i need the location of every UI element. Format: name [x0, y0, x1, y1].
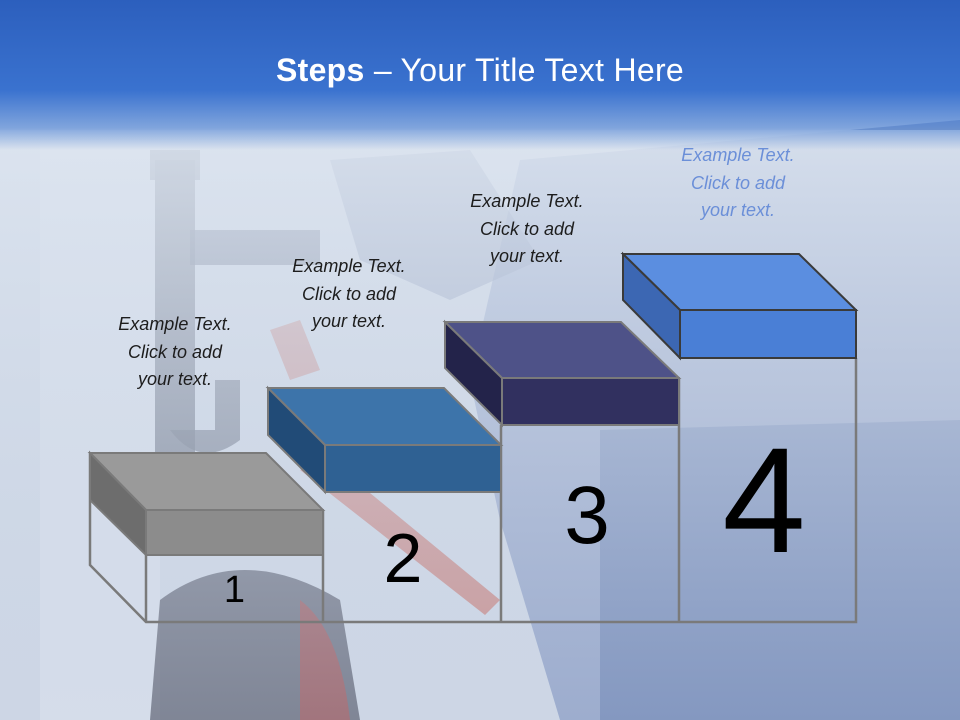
- step-caption-1[interactable]: Example Text. Click to add your text.: [90, 311, 260, 394]
- caption-line: Example Text.: [681, 145, 795, 165]
- caption-line: Example Text.: [292, 256, 406, 276]
- step-block-3[interactable]: [442, 319, 682, 428]
- caption-line: Example Text.: [118, 314, 232, 334]
- caption-line: Click to add: [127, 341, 223, 362]
- step-number-3: 3: [564, 470, 610, 561]
- caption-line: your text.: [311, 311, 387, 331]
- caption-line: your text.: [489, 246, 565, 266]
- caption-line: your text.: [700, 200, 776, 220]
- slide-title[interactable]: Steps – Your Title Text Here: [0, 52, 960, 89]
- step-block-2[interactable]: [265, 385, 504, 495]
- step-number-1: 1: [223, 569, 246, 611]
- caption-line: your text.: [137, 369, 213, 389]
- title-bold: Steps: [275, 52, 365, 88]
- caption-line: Click to add: [690, 172, 786, 193]
- title-bar: [0, 0, 960, 150]
- caption-line: Click to add: [301, 283, 397, 304]
- step-caption-3[interactable]: Example Text. Click to add your text.: [442, 188, 612, 271]
- caption-line: Click to add: [479, 218, 575, 239]
- caption-line: Example Text.: [470, 191, 584, 211]
- step-block-1[interactable]: [87, 450, 326, 558]
- step-number-4: 4: [722, 416, 806, 584]
- step-caption-4[interactable]: Example Text. Click to add your text.: [653, 142, 823, 225]
- step-number-2: 2: [383, 519, 423, 597]
- step-block-4[interactable]: [620, 251, 859, 361]
- title-text: – Your Title Text Here: [364, 52, 685, 88]
- step-caption-2[interactable]: Example Text. Click to add your text.: [264, 253, 434, 336]
